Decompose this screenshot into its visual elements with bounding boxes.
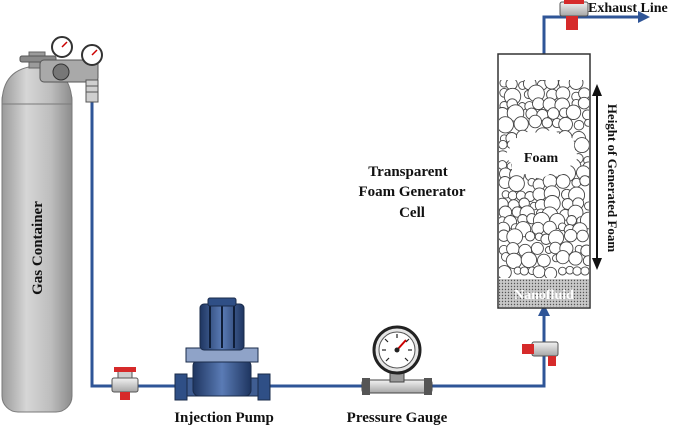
foam-bubble <box>508 175 525 192</box>
foam-bubble <box>573 137 589 154</box>
injection-pump-label: Injection Pump <box>174 410 274 426</box>
pressure-gauge-label: Pressure Gauge <box>347 410 448 426</box>
foam-bubble <box>499 139 508 150</box>
exhaust-arrow-icon <box>638 11 650 23</box>
nanofluid-label: Nanofluid <box>514 288 574 303</box>
cell-label-line1: Transparent <box>368 164 447 180</box>
foam-label: Foam <box>524 151 559 166</box>
pipe-network <box>90 15 640 388</box>
foam-bubble <box>584 201 589 211</box>
foam-bubble <box>572 266 582 276</box>
exhaust-line-label: Exhaust Line <box>588 1 668 16</box>
foam-bubble <box>577 96 589 110</box>
foam-bubble <box>579 175 589 187</box>
nanofluid-layer <box>499 279 589 307</box>
foam-bubble <box>558 116 573 132</box>
foam-bubble <box>506 228 524 246</box>
pressure-gauge <box>361 325 433 395</box>
cell-label-line2: Foam Generator <box>358 184 465 200</box>
foam-bubble <box>519 266 529 276</box>
foam-bubble <box>499 116 514 134</box>
foam-label-cloud <box>506 130 578 178</box>
foam-bubble <box>505 252 523 270</box>
foam-generator-cell: Foam Nanofluid <box>497 53 591 309</box>
foam-bubble <box>565 104 582 120</box>
foam-bubble <box>580 266 589 276</box>
height-label: Height of Generated Foam <box>605 104 620 253</box>
foam-bubble <box>524 231 536 242</box>
gas-container-label: Gas Container <box>30 201 46 295</box>
foam-bubble <box>564 228 578 243</box>
foam-bubble <box>555 250 570 265</box>
foam-bubble <box>520 251 538 269</box>
cell-label-line3: Cell <box>399 205 425 221</box>
flow-arrow-up-icon <box>538 304 550 316</box>
foam-bubble <box>568 251 583 266</box>
height-arrow <box>592 84 602 270</box>
foam-bubble <box>566 215 577 226</box>
foam-bubbles <box>499 80 589 278</box>
foam-bubble <box>576 229 589 243</box>
gas-regulator <box>39 36 103 103</box>
exhaust-valve-icon <box>559 0 589 30</box>
foam-bubble <box>541 117 553 129</box>
foam-bubble <box>532 97 545 111</box>
foam-bubble <box>537 253 551 268</box>
foam-bubble <box>584 118 589 127</box>
foam-bubble <box>582 109 589 121</box>
foam-bubble <box>558 266 567 276</box>
foam-bubble <box>499 265 512 278</box>
gauge-ticks <box>382 334 412 362</box>
foam-bubble <box>568 80 584 90</box>
injection-pump <box>174 297 271 401</box>
cell-inlet-valve-icon <box>522 341 559 366</box>
inlet-valve-icon <box>111 367 139 400</box>
foam-bubble <box>507 190 518 201</box>
foam-bubble <box>530 241 544 255</box>
foam-bubble <box>532 265 546 278</box>
foam-bubble <box>555 174 571 189</box>
foam-bubble <box>528 114 542 129</box>
foam-bubble <box>582 255 589 267</box>
foam-bubble <box>513 116 529 132</box>
foam-bubble <box>547 107 560 120</box>
foam-bubble <box>544 266 558 278</box>
foam-bubble <box>573 119 585 131</box>
